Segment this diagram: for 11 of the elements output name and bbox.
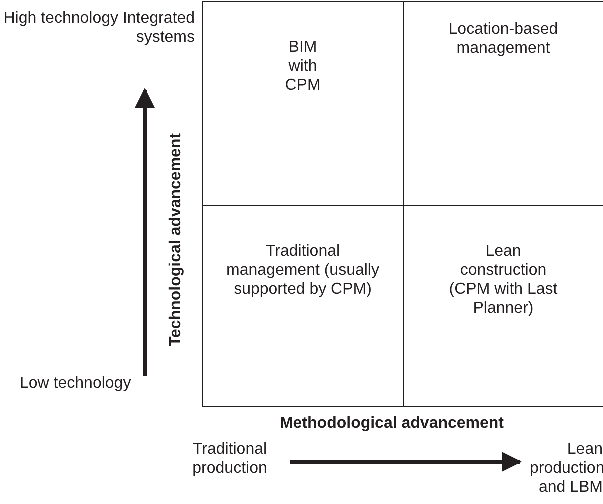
axis-label: High technology Integrated systems (2, 9, 195, 47)
quadrant-text: Traditional management (usually supported by CPM) (226, 242, 380, 299)
quadrant-text: Lean construction (CPM with Last Planner) (448, 242, 559, 318)
axis-label: Traditional production (192, 440, 268, 478)
axis-label: Low technology (20, 374, 132, 393)
quadrant (202, 1, 404, 206)
quadrant-text: Location-based management (448, 20, 560, 58)
axis-title: Methodological advancement (278, 414, 506, 433)
axis-title: Technological advancement (166, 133, 186, 347)
quadrant-text: BIM with CPM (284, 38, 322, 95)
quadrant (202, 205, 404, 407)
